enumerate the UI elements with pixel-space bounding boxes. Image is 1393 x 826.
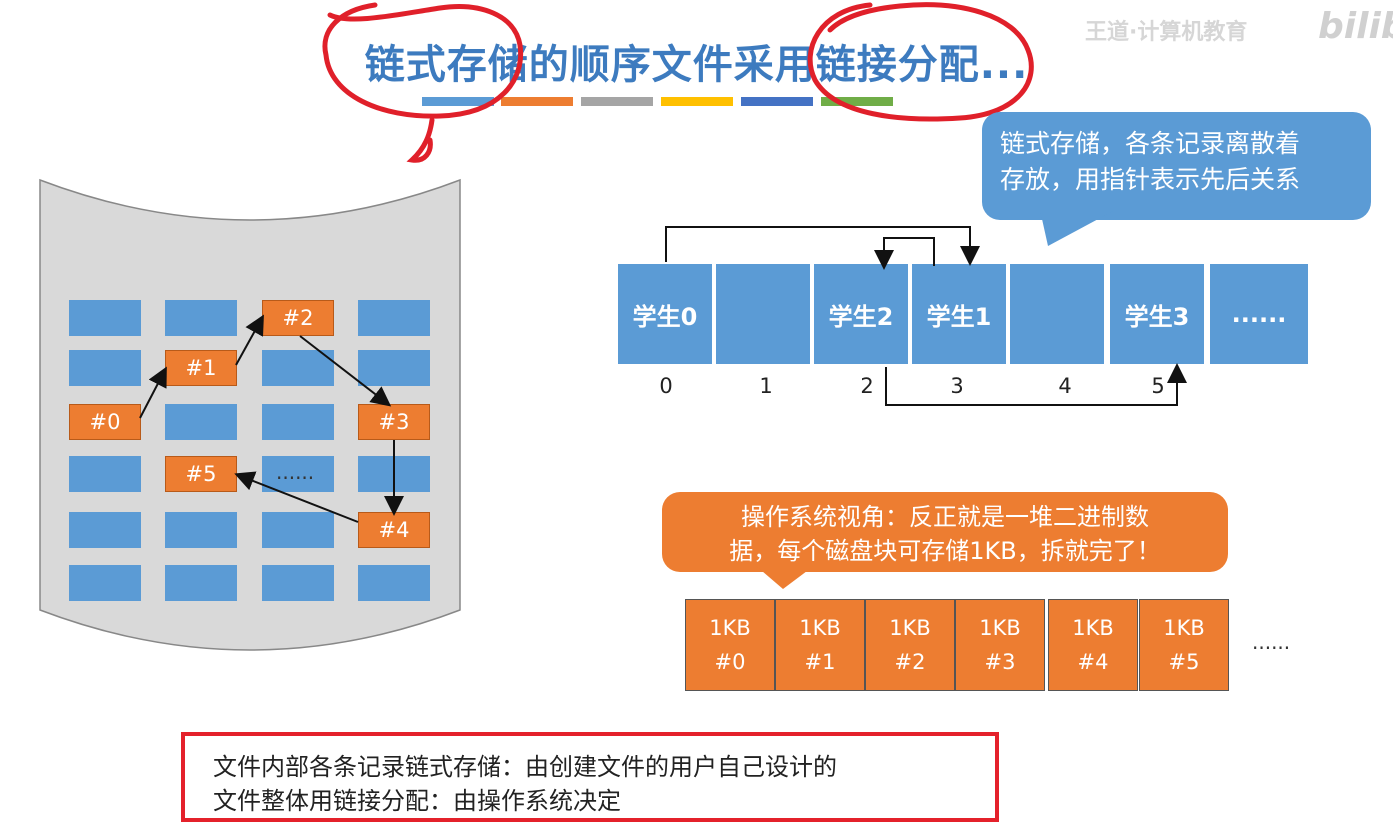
watermark-text: 王道·计算机教育 <box>1085 20 1248 45</box>
linked-storage-callout: 链式存储，各条记录离散着 存放，用指针表示先后关系 <box>982 112 1371 220</box>
title-bar-3 <box>581 97 653 106</box>
kb-size: 1KB <box>889 616 931 640</box>
disk-block <box>69 300 141 336</box>
disk-block <box>262 565 334 601</box>
disk-block-0: #0 <box>69 404 141 440</box>
kb-size: 1KB <box>1072 616 1114 640</box>
callout-pointer <box>1040 210 1115 246</box>
record-index-2: 2 <box>860 374 874 398</box>
record-cell-4 <box>1010 264 1106 364</box>
disk-block <box>262 350 334 386</box>
disk-block <box>69 456 141 492</box>
kb-ellipsis: ...... <box>1252 630 1291 654</box>
kb-id: #4 <box>1077 650 1109 674</box>
disk-block <box>69 512 141 548</box>
kb-size: 1KB <box>979 616 1021 640</box>
os-callout-pointer <box>755 565 815 589</box>
record-cell-2: 学生2 <box>814 264 910 364</box>
disk-block <box>262 512 334 548</box>
callout-line-1: 链式存储，各条记录离散着 <box>1000 129 1301 158</box>
record-cell-0: 学生0 <box>618 264 714 364</box>
record-cell-3: 学生1 <box>912 264 1008 364</box>
kb-block-2: 1KB #2 <box>865 599 955 691</box>
title-bar-1 <box>422 97 494 106</box>
os-callout-line-1: 操作系统视角：反正就是一堆二进制数 <box>741 503 1149 531</box>
kb-block-5: 1KB #5 <box>1139 599 1229 691</box>
kb-id: #0 <box>714 650 746 674</box>
note-line-1: 文件内部各条记录链式存储：由创建文件的用户自己设计的 <box>213 753 837 781</box>
disk-cylinder <box>39 178 461 651</box>
kb-id: #1 <box>804 650 836 674</box>
bilibili-logo: bilibili <box>1318 6 1393 47</box>
disk-block <box>165 512 237 548</box>
disk-block <box>165 565 237 601</box>
disk-block <box>358 350 430 386</box>
record-cell-1 <box>716 264 812 364</box>
title-bar-5 <box>741 97 813 106</box>
record-index-0: 0 <box>659 374 673 398</box>
summary-note: 文件内部各条记录链式存储：由创建文件的用户自己设计的 文件整体用链接分配：由操作… <box>181 732 999 822</box>
note-line-2: 文件整体用链接分配：由操作系统决定 <box>213 787 621 815</box>
os-callout-line-2: 据，每个磁盘块可存储1KB，拆就完了！ <box>729 537 1161 565</box>
disk-block-2: #2 <box>262 300 334 336</box>
disk-block <box>69 565 141 601</box>
kb-id: #3 <box>984 650 1016 674</box>
disk-block-5: #5 <box>165 456 237 492</box>
disk-ellipsis: ...... <box>276 460 315 484</box>
disk-block-1: #1 <box>165 350 237 386</box>
disk-block <box>358 565 430 601</box>
kb-size: 1KB <box>709 616 751 640</box>
disk-block <box>358 300 430 336</box>
record-cell-ellipsis: ...... <box>1210 264 1308 364</box>
disk-block <box>69 350 141 386</box>
record-index-5: 5 <box>1151 374 1165 398</box>
kb-block-0: 1KB #0 <box>685 599 775 691</box>
disk-link-arrows <box>139 314 404 523</box>
kb-block-3: 1KB #3 <box>955 599 1045 691</box>
kb-size: 1KB <box>799 616 841 640</box>
kb-id: #2 <box>894 650 926 674</box>
slide-title: 链式存储的顺序文件采用链接分配... <box>364 42 1029 88</box>
kb-block-1: 1KB #1 <box>775 599 865 691</box>
os-view-callout: 操作系统视角：反正就是一堆二进制数 据，每个磁盘块可存储1KB，拆就完了！ <box>662 492 1228 572</box>
disk-block <box>165 300 237 336</box>
kb-id: #5 <box>1168 650 1200 674</box>
disk-block-3: #3 <box>358 404 430 440</box>
title-bar-4 <box>661 97 733 106</box>
title-bar-6 <box>821 97 893 106</box>
callout-line-2: 存放，用指针表示先后关系 <box>1000 165 1301 194</box>
kb-size: 1KB <box>1163 616 1205 640</box>
disk-block <box>262 404 334 440</box>
record-index-4: 4 <box>1058 374 1072 398</box>
disk-block <box>262 456 334 492</box>
record-cell-5: 学生3 <box>1110 264 1206 364</box>
disk-block <box>165 404 237 440</box>
record-index-3: 3 <box>950 374 964 398</box>
title-bar-2 <box>501 97 573 106</box>
kb-block-4: 1KB #4 <box>1048 599 1138 691</box>
record-index-1: 1 <box>759 374 773 398</box>
